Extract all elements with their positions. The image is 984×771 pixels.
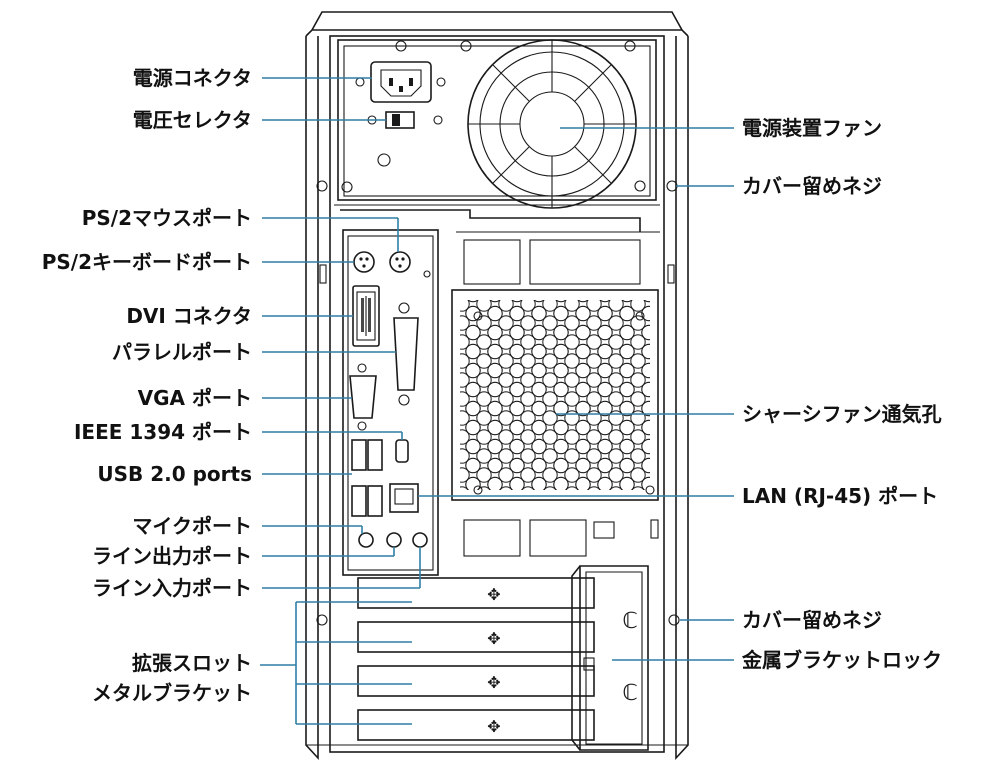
power-connector — [355, 61, 446, 103]
label-vga: VGA ポート — [138, 386, 252, 410]
usb-ports-upper — [351, 439, 383, 471]
metal-bracket-lock: ℂ ℂ — [571, 565, 649, 751]
usb-ports-lower — [351, 485, 383, 517]
label-cover-screw-bottom: カバー留めネジ — [742, 608, 882, 632]
vga-port — [349, 363, 377, 431]
svg-text:✥: ✥ — [487, 585, 500, 604]
expansion-slots: ✥ ✥ ✥ ✥ — [357, 577, 595, 741]
label-mic: マイクポート — [132, 514, 252, 538]
svg-text:✥: ✥ — [487, 717, 500, 736]
svg-text:✥: ✥ — [487, 629, 500, 648]
label-usb: USB 2.0 ports — [97, 462, 252, 486]
label-expansion-line1: 拡張スロット — [132, 651, 252, 675]
power-supply — [334, 39, 660, 209]
ps2-mouse-port — [389, 251, 411, 273]
label-voltage-selector: 電圧セレクタ — [133, 108, 252, 132]
svg-text:ℂ: ℂ — [622, 609, 637, 634]
label-ieee1394: IEEE 1394 ポート — [74, 420, 252, 444]
label-dvi: DVI コネクタ — [126, 304, 252, 328]
parallel-port — [393, 302, 419, 406]
label-lan: LAN (RJ-45) ポート — [742, 484, 938, 508]
label-expansion-line2: メタルブラケット — [92, 681, 252, 705]
label-chassis-fan: シャーシファン通気孔 — [742, 402, 942, 426]
svg-text:✥: ✥ — [487, 673, 500, 692]
label-ps2-mouse: PS/2マウスポート — [82, 206, 252, 230]
dvi-connector — [352, 285, 380, 347]
chassis-fan-vent — [451, 289, 659, 501]
ieee1394-port — [395, 439, 409, 463]
label-line-out: ライン出力ポート — [92, 544, 252, 568]
svg-text:ℂ: ℂ — [622, 681, 637, 706]
label-power-fan: 電源装置ファン — [742, 116, 882, 140]
power-supply-fan — [467, 39, 637, 209]
labels: 電源コネクタ 電圧セレクタ PS/2マウスポート PS/2キーボードポート DV… — [42, 66, 942, 705]
io-panel — [340, 209, 641, 576]
label-cover-screw-top: カバー留めネジ — [742, 174, 882, 198]
lan-port — [389, 483, 419, 513]
ps2-keyboard-port — [353, 251, 375, 273]
audio-jacks — [358, 532, 428, 548]
pc-case — [305, 11, 689, 761]
label-line-in: ライン入力ポート — [92, 576, 252, 600]
label-ps2-keyboard: PS/2キーボードポート — [42, 250, 252, 274]
leader-lines — [260, 77, 734, 725]
label-bracket-lock: 金属ブラケットロック — [741, 648, 942, 672]
label-power-connector: 電源コネクタ — [133, 66, 252, 90]
label-parallel: パラレルポート — [112, 340, 252, 364]
